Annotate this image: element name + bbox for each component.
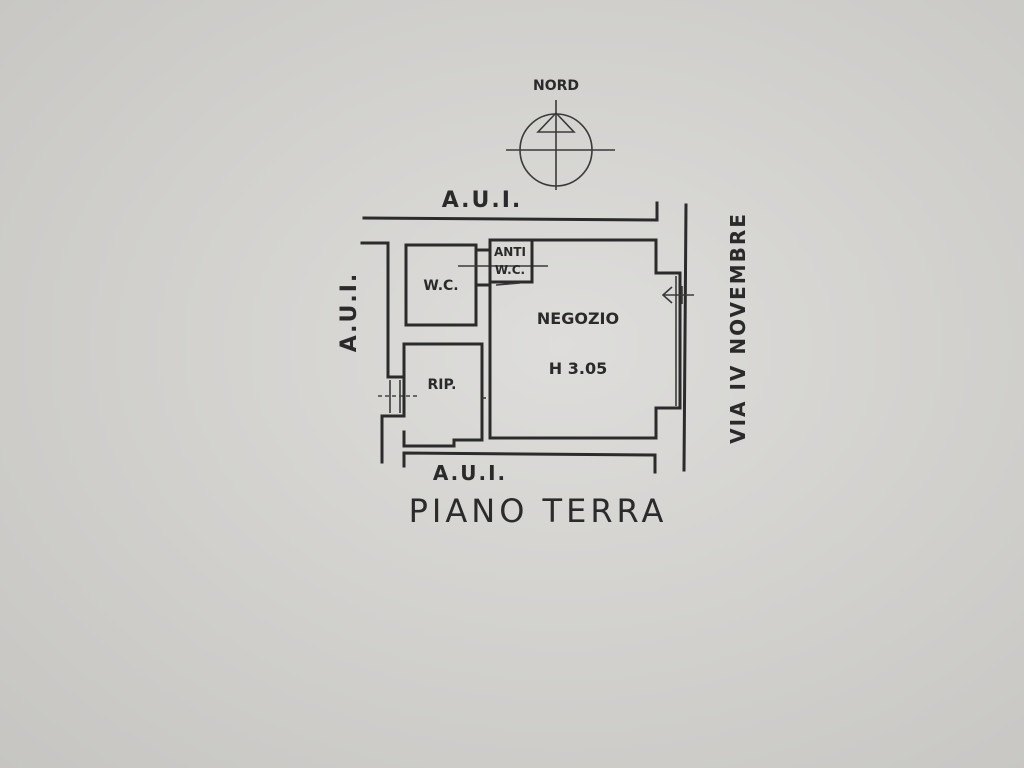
common-area-bottom-label: A.U.I. [433, 461, 507, 485]
common-area-left-label: A.U.I. [337, 272, 362, 353]
wc-label: W.C. [423, 278, 458, 294]
left-outer-wall-lower [380, 414, 404, 464]
north-label: NORD [533, 78, 579, 94]
street-boundary-line [682, 203, 688, 472]
bottom-boundary-wall [402, 451, 657, 474]
anti-wc-label-2: W.C. [495, 263, 525, 277]
top-boundary-wall [362, 201, 659, 222]
north-arrow-icon [506, 100, 615, 190]
negozio-height-label: H 3.05 [549, 359, 607, 378]
ripostiglio-room [402, 342, 484, 448]
ripostiglio-label: RIP. [428, 377, 457, 393]
plan-title: PIANO TERRA [409, 492, 668, 530]
common-area-top-label: A.U.I. [442, 188, 523, 213]
street-label: VIA IV NOVEMBRE [726, 212, 750, 444]
entrance-arrow-icon [661, 286, 694, 304]
anti-wc-label-1: ANTI [494, 245, 526, 259]
negozio-room [488, 238, 682, 440]
negozio-label: NEGOZIO [537, 309, 619, 328]
left-outer-wall-upper [360, 241, 404, 379]
